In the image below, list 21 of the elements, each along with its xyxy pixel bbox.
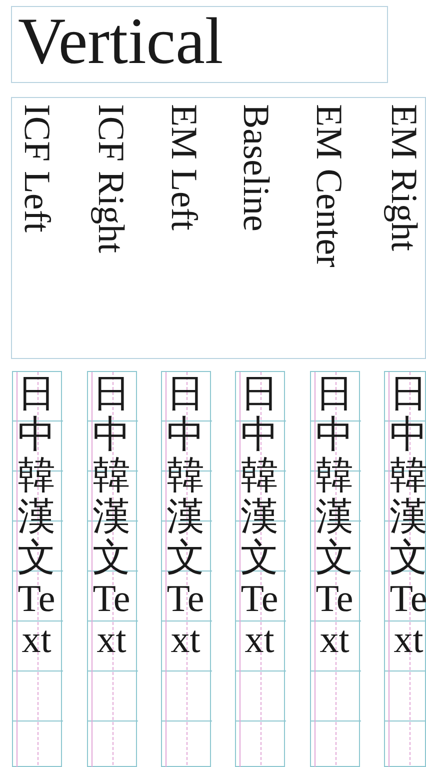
column-label: Baseline [237,104,274,232]
text-column [235,371,285,767]
sample-text: 日中韓漢文Text [315,374,354,661]
column-label: EM Left [165,104,202,230]
sample-text: 日中韓漢文Text [389,374,426,661]
text-column [12,371,62,767]
text-column [161,371,211,767]
text-column [384,371,426,767]
heading-box [11,6,388,83]
sample-text: 日中韓漢文Text [17,374,56,661]
sample-text: 日中韓漢文Text [166,374,205,661]
text-column [87,371,137,767]
label-panel [11,97,426,359]
column-label: EM Center [310,104,347,268]
sample-text: 日中韓漢文Text [92,374,131,661]
heading: Vertical [18,4,224,80]
column-label: EM Right [385,104,422,251]
column-label: ICF Left [18,104,55,232]
column-label: ICF Right [92,104,129,254]
text-column [310,371,360,767]
sample-text: 日中韓漢文Text [240,374,279,661]
